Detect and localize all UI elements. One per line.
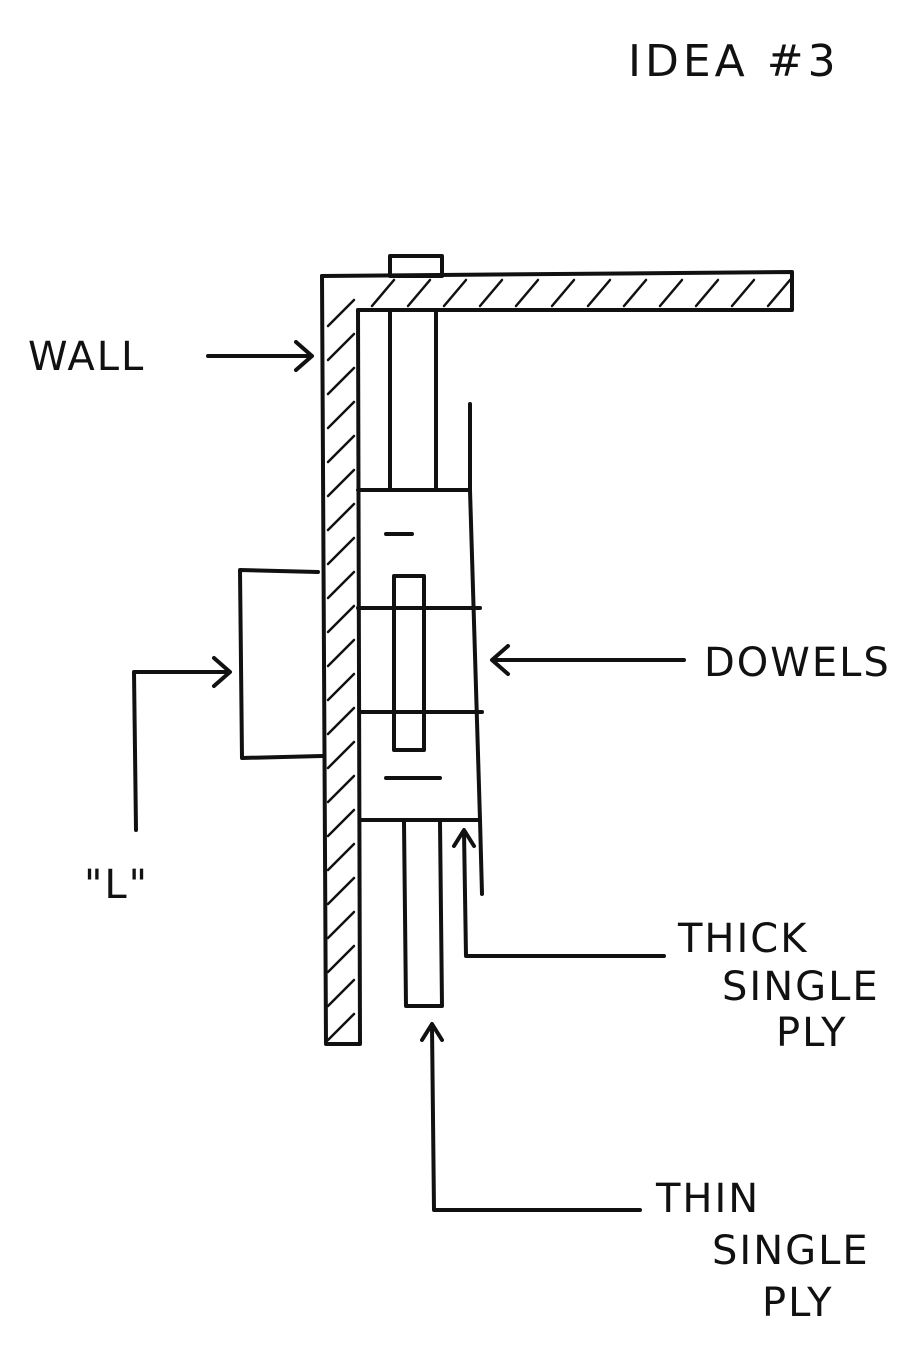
thin-ply-label-line2: SINGLE [712, 1228, 870, 1274]
thin-ply-lower [402, 820, 444, 1008]
wall-hatch-mark [326, 536, 356, 566]
wall-hatch-mark [326, 570, 356, 600]
thin-ply-arrow [420, 1022, 642, 1212]
wall-hatch-mark [326, 434, 356, 464]
wall-hatch-mark [326, 332, 356, 362]
ceiling-hatch-mark [478, 278, 504, 308]
wall-hatch-mark [326, 740, 356, 770]
wall-hatch-mark [326, 910, 356, 940]
l-bracket-label: "L" [84, 862, 149, 908]
wall-hatch-mark [326, 944, 356, 974]
top-block [388, 254, 444, 278]
wall-hatch-mark [326, 400, 356, 430]
wall-hatch-mark [326, 468, 356, 498]
thick-ply-line-lower [478, 818, 484, 896]
thin-ply-label-line3: PLY [762, 1280, 834, 1326]
l-bracket-arrow [132, 656, 232, 832]
wall-board [320, 274, 362, 1046]
thick-ply-label-line3: PLY [776, 1010, 848, 1056]
wall-hatch-mark [326, 638, 356, 668]
thick-ply-label-line1: THICK [677, 916, 808, 962]
wall-hatch-mark [326, 706, 356, 736]
wall-hatch-mark [326, 808, 356, 838]
wall-arrow [206, 340, 314, 372]
ceiling-hatch-mark [730, 278, 756, 308]
thin-ply-label-line1: THIN [655, 1176, 760, 1222]
ceiling-board [320, 270, 794, 312]
ceiling-hatch-mark [442, 278, 468, 308]
dowel-assembly [356, 488, 484, 822]
wall-hatch-mark [326, 604, 356, 634]
wall-hatch-mark [326, 366, 356, 396]
l-bracket [238, 568, 324, 760]
ceiling-hatch-mark [550, 278, 576, 308]
ceiling-hatch-mark [586, 278, 612, 308]
dowels-label: DOWELS [704, 640, 891, 686]
diagram-title: IDEA #3 [628, 36, 840, 87]
ceiling-hatch-mark [514, 278, 540, 308]
ceiling-hatch-mark [622, 278, 648, 308]
wall-hatch-mark [326, 774, 356, 804]
wall-hatch-mark [326, 298, 356, 328]
wall-hatch-mark [326, 502, 356, 532]
wall-hatch-mark [326, 978, 356, 1008]
ceiling-hatch-mark [766, 278, 792, 308]
thick-ply-arrow [452, 828, 666, 958]
wall-hatch-mark [326, 1012, 356, 1042]
ceiling-hatch-mark [694, 278, 720, 308]
wall-hatch-mark [326, 842, 356, 872]
thin-ply-upper [388, 308, 438, 492]
ceiling-hatch-mark [406, 278, 432, 308]
wall-label: WALL [28, 334, 145, 380]
thick-ply-label-line2: SINGLE [722, 964, 880, 1010]
ceiling-hatch-mark [370, 278, 396, 308]
ceiling-hatch-mark [658, 278, 684, 308]
dowels-arrow [490, 644, 686, 676]
wall-hatch-mark [326, 672, 356, 702]
wall-hatch-mark [326, 876, 356, 906]
